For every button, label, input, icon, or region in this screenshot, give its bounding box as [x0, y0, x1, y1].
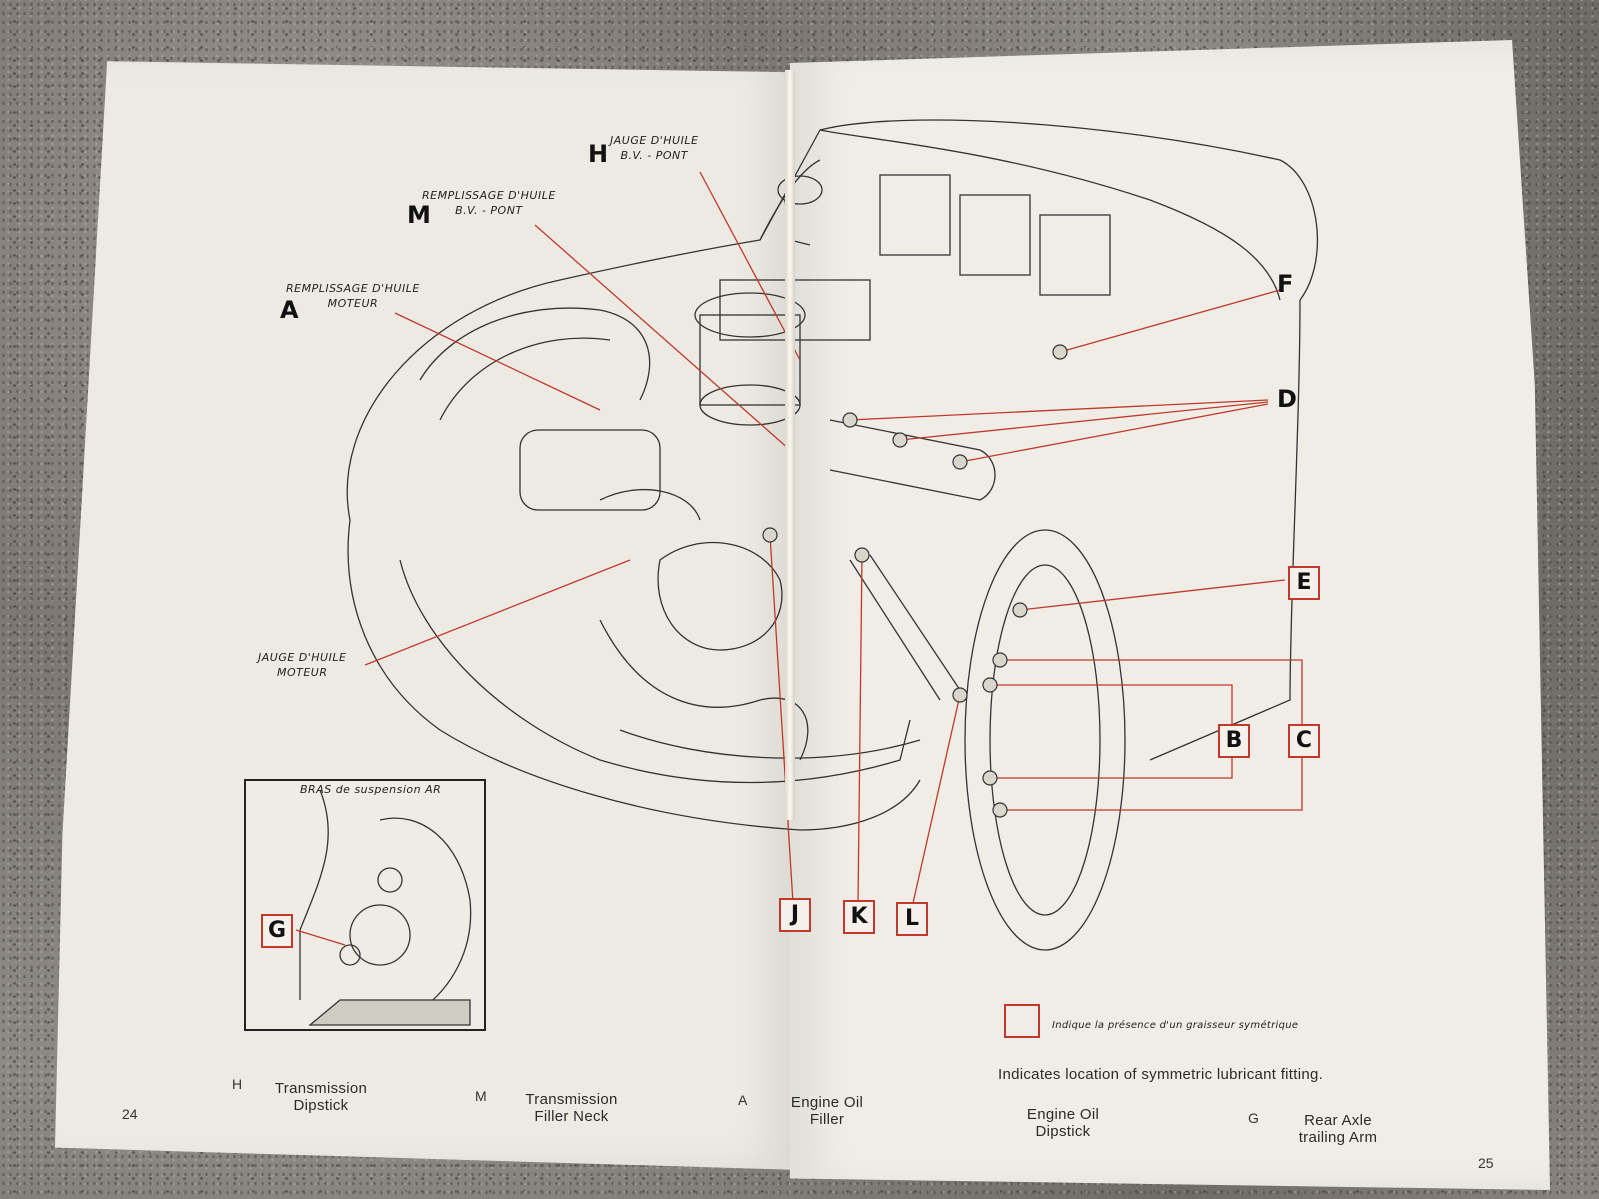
caption-letter-h: H	[232, 1076, 243, 1092]
right-page	[790, 40, 1550, 1190]
manual-booklet	[55, 40, 1550, 1190]
inset-frame	[244, 779, 486, 1031]
letter-d: D	[1277, 385, 1297, 413]
page-number-right: 25	[1478, 1155, 1494, 1171]
box-l: L	[896, 902, 928, 936]
box-g: G	[261, 914, 293, 948]
letter-f: F	[1277, 270, 1294, 298]
letter-h: H	[588, 140, 609, 168]
legend-swatch	[1004, 1004, 1040, 1038]
letter-a: A	[280, 296, 299, 324]
book-spine	[785, 70, 795, 820]
letter-m: M	[407, 201, 431, 229]
legend-english: Indicates location of symmetric lubrican…	[998, 1066, 1324, 1083]
caption-letter-a: A	[738, 1092, 748, 1108]
box-j: J	[779, 898, 811, 932]
box-b: B	[1218, 724, 1250, 758]
caption-letter-m: M	[475, 1088, 487, 1104]
box-k: K	[843, 900, 875, 934]
inset-title: BRAS de suspension AR	[300, 783, 442, 796]
legend-french: Indique la présence d'un graisseur symét…	[1052, 1020, 1299, 1031]
box-c: C	[1288, 724, 1320, 758]
caption-letter-g: G	[1248, 1110, 1259, 1126]
page-number-left: 24	[122, 1106, 138, 1122]
box-e: E	[1288, 566, 1320, 600]
